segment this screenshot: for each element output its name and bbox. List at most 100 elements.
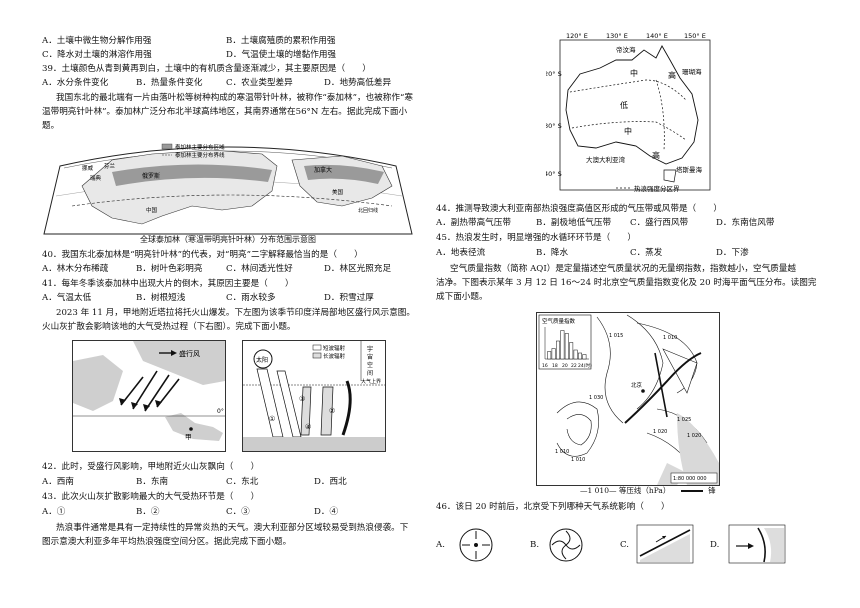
aqi-legend-isobar: 等压线（hPa）	[618, 486, 671, 495]
q43-stem: 43．此次火山灰扩散影响最大的大气受热环节是（ ）	[42, 492, 260, 502]
aqi-xtick-16: 16	[542, 363, 548, 369]
q39-stem: 39．土壤颜色从青到黄再到白，土壤中的有机质含量逐渐减少，其主要原因是（ ）	[42, 64, 371, 74]
q46-option-a: A.	[436, 540, 445, 550]
lon-130: 130° E	[606, 32, 628, 40]
atm-top-label: 大气上界	[361, 378, 381, 385]
q46-diagram-a	[456, 525, 496, 570]
q39-option-c: C．农业类型差异	[226, 78, 293, 88]
q40-option-c: C．林间透光性好	[226, 264, 293, 274]
label-russia: 俄罗斯	[142, 172, 160, 180]
label-timor-sea: 帝汶海	[616, 45, 636, 54]
q45-option-a: A．地表径流	[436, 248, 486, 258]
q46-diagram-b	[546, 525, 586, 570]
heat-legend1: 短波辐射	[323, 344, 346, 352]
space-char4: 间	[367, 369, 373, 377]
taiga-legend2: 泰加林主要分布界线	[175, 151, 225, 159]
isobar-1025: 1 025	[677, 417, 691, 423]
q45-option-b: B．降水	[536, 248, 569, 258]
label-coral-sea: 珊瑚海	[682, 67, 702, 76]
q40-option-b: B．树叶色彩明亮	[136, 264, 203, 274]
q46-option-b: B.	[530, 540, 540, 550]
q46-diagram-d	[728, 524, 786, 569]
q38-option-d: D．气温使土壤的增黏作用强	[226, 50, 337, 60]
q40-option-a: A．林木分布稀疏	[42, 264, 109, 274]
q46-stem: 46．该日 20 时前后，北京受下列哪种天气系统影响（ ）	[436, 502, 670, 512]
space-char3: 空	[367, 361, 373, 369]
q41-option-b: B．树根短浅	[136, 293, 186, 303]
q42-stem: 42．此时，受盛行风影响，甲地附近火山灰飘向（ ）	[42, 462, 260, 472]
isobar-1030: 1 030	[589, 395, 603, 401]
q44-option-d: D．东南信风带	[716, 218, 775, 228]
taiga-map: 泰加林主要分布区域 泰加林主要分布界线 挪威 芬兰 瑞典 俄罗斯 加拿大 美国 …	[42, 136, 414, 236]
label-usa: 美国	[332, 188, 344, 196]
heat-legend2: 长波辐射	[323, 352, 346, 360]
q41-option-d: D．积雪过厚	[324, 293, 374, 303]
aqi-legend-front: 锋	[708, 486, 716, 495]
zone-mid2: 中	[624, 126, 632, 136]
q45-option-d: D．下渗	[716, 248, 749, 258]
aqi-legend-prefix: —1 010—	[580, 486, 617, 495]
sun-label: 太阳	[256, 356, 268, 364]
intro1-line1: 我国东北的最北端有一片由落叶松等树种构成的寒温带针叶林，被称作“泰加林”，也被称…	[56, 93, 413, 103]
lat-30: 30° S	[546, 122, 562, 130]
intro2-line2: 火山灰扩散会影响该地的大气受热过程（下右图）。完成下面小题。	[42, 322, 296, 332]
isobar-1010b: 1 010	[555, 449, 569, 455]
au-legend: 热浪强度分区界	[634, 184, 680, 193]
label-finland: 芬兰	[104, 162, 116, 170]
aqi-bar	[551, 348, 556, 360]
lon-120: 120° E	[566, 32, 588, 40]
aqi-bar	[556, 340, 560, 360]
wind-figure: 0° 盛行风 甲	[72, 340, 226, 452]
q43-option-a: A．①	[42, 507, 66, 517]
aqi-chart-title: 空气质量指数	[542, 317, 576, 325]
label-tropic: 北回归线	[358, 207, 378, 214]
aqi-xtick-24: 24(时)	[578, 362, 592, 369]
point-jia: 甲	[185, 433, 192, 441]
q45-stem: 45．热浪发生时，明显增强的水循环环节是（ ）	[436, 233, 636, 243]
aqi-xtick-20: 20	[562, 363, 568, 369]
isobar-1020a: 1 020	[653, 429, 667, 435]
aqi-bar	[547, 351, 552, 360]
q42-option-d: D．西北	[314, 477, 347, 487]
zone-mid1: 中	[630, 68, 638, 78]
heat-num3: ③	[299, 395, 305, 403]
q46-diagram-c	[636, 524, 694, 569]
intro4-line3: 成下面小题。	[436, 292, 488, 302]
q44-option-a: A．副热带高气压带	[436, 218, 511, 228]
q45-option-c: C．蒸发	[630, 248, 663, 258]
label-sweden: 瑞典	[90, 174, 102, 182]
lat-40: 40° S	[546, 170, 562, 178]
q40-option-d: D．林区光照充足	[324, 264, 392, 274]
heat-figure: 太阳 短波辐射 长波辐射 宇 宙 空 间 大气上界 ① ② ③ ④	[242, 340, 386, 452]
q43-option-b: B．②	[136, 507, 160, 517]
label-canada: 加拿大	[314, 166, 332, 174]
space-char1: 宇	[367, 345, 373, 353]
aqi-xtick-18: 18	[552, 363, 558, 369]
q44-option-b: B．副极地低气压带	[536, 218, 612, 228]
label-great-bight: 大澳大利亚湾	[586, 155, 626, 164]
q39-option-d: D．地势高低差异	[324, 78, 392, 88]
intro1-line3: 题。	[42, 121, 60, 131]
q42-option-a: A．西南	[42, 477, 74, 487]
q44-stem: 44．推测导致澳大利亚南部热浪强度高值区形成的气压带或风带是（ ）	[436, 204, 722, 214]
space-char2: 宙	[367, 353, 373, 361]
intro4-line1: 空气质量指数（简称 AQI）是定量描述空气质量状况的无量纲指数，指数越小，空气质…	[450, 264, 796, 274]
city-beijing: 北京	[631, 381, 643, 389]
isobar-1015: 1 015	[609, 333, 623, 339]
aqi-bar	[564, 333, 569, 360]
lon-140: 140° E	[646, 32, 668, 40]
intro2-line1: 2023 年 11 月，甲地附近塔拉将托火山爆发。下左图为该季节印度洋局部地区盛…	[56, 308, 415, 318]
front-legend-swatch	[680, 490, 703, 492]
intro4-line2: 洁净。下图表示某年 3 月 12 日 16～24 时北京空气质量指数变化及 20…	[436, 278, 817, 288]
isobar-1020b: 1 020	[687, 433, 701, 439]
q40-stem: 40．我国东北泰加林是“明亮针叶林”的代表，对“明亮”二字解释最恰当的是（ ）	[42, 250, 363, 260]
q41-stem: 41．每年冬季该泰加林中出现大片的倒木，其原因主要是（ ）	[42, 279, 294, 289]
intro1-line2: 温带明亮针叶林”。泰加林广泛分布北半球高纬地区，其南界通常在56°N 左右。据此…	[42, 107, 408, 117]
q41-option-c: C．雨水较多	[226, 293, 276, 303]
aqi-bar	[560, 330, 565, 360]
zone-low: 低	[620, 100, 628, 110]
lat-20: 20° S	[546, 70, 562, 78]
q39-option-a: A．水分条件变化	[42, 78, 109, 88]
q42-option-b: B．东南	[136, 477, 169, 487]
australia-map: 120° E 130° E 140° E 150° E 20° S 30° S …	[544, 30, 712, 198]
